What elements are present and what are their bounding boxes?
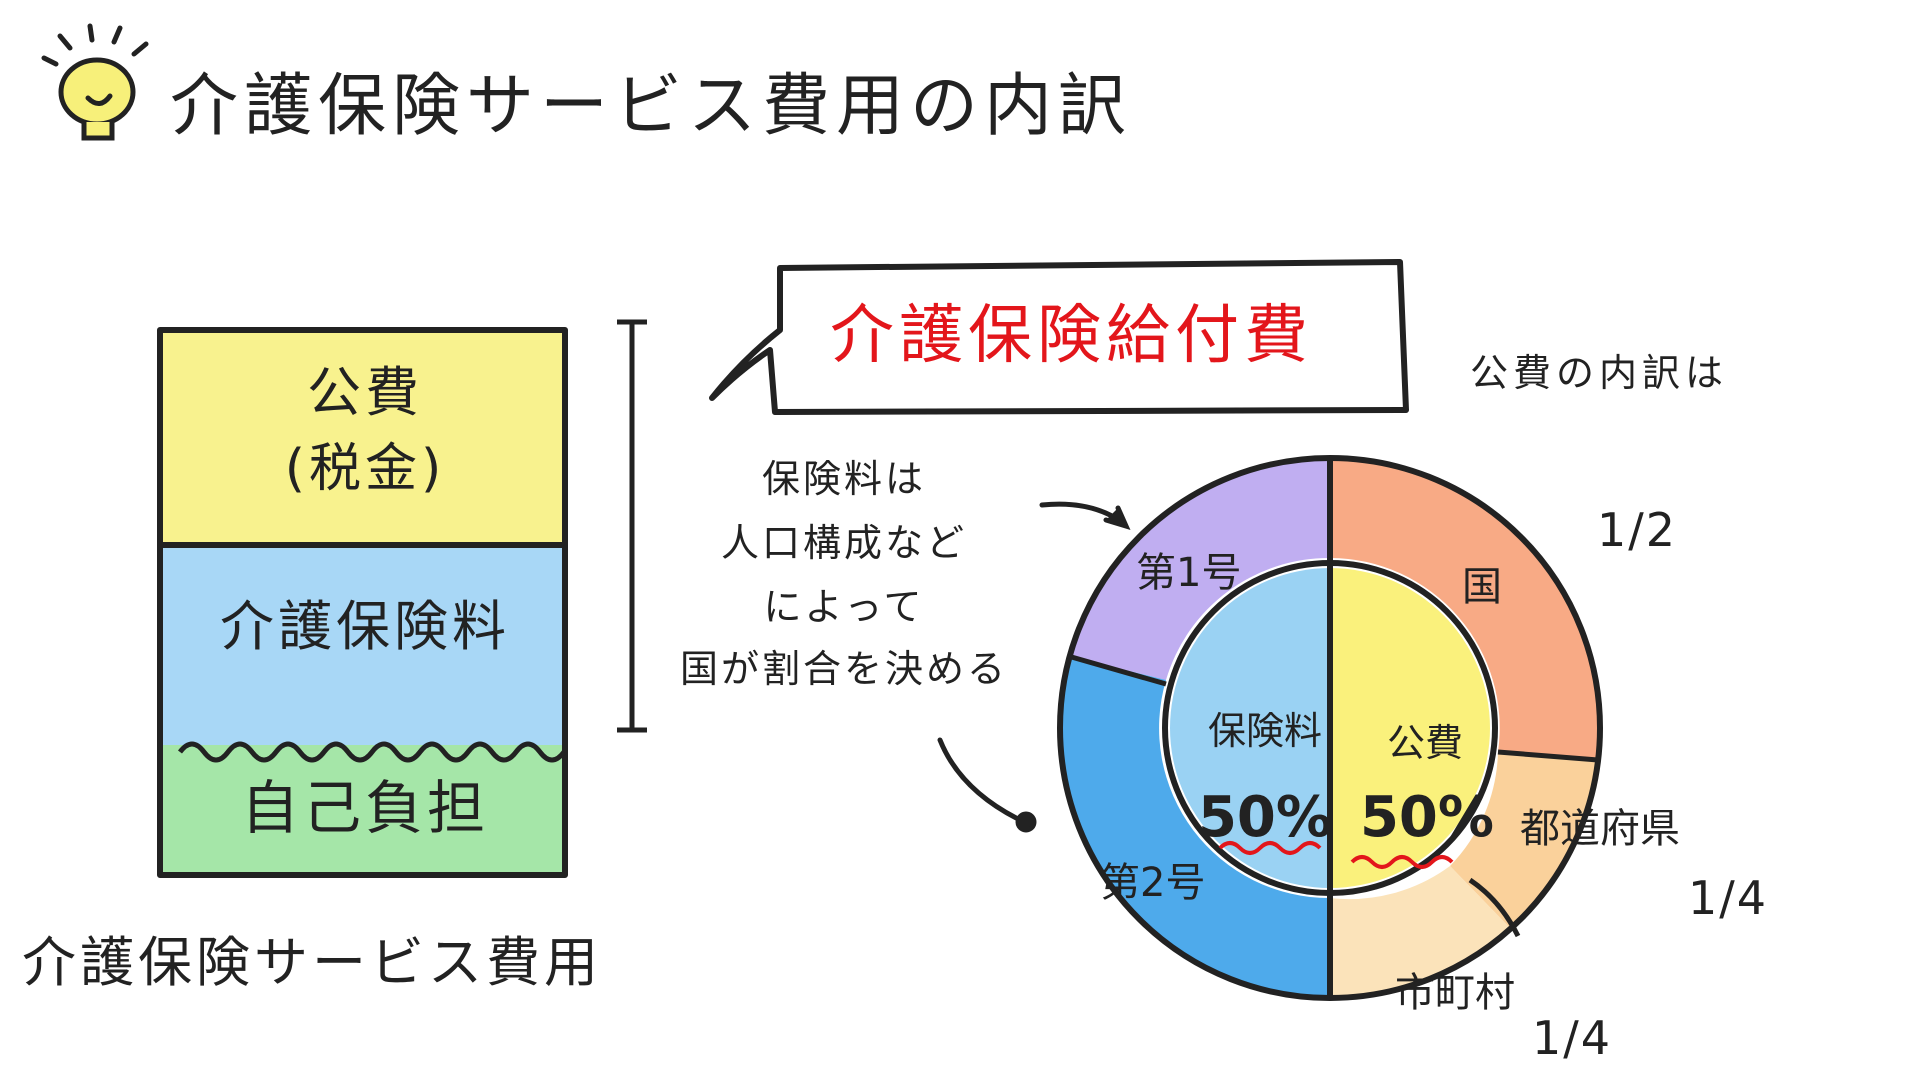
note-line: 保険料は (761, 457, 926, 501)
bracket (617, 319, 647, 733)
kouhi-label: 公費 (307, 361, 423, 424)
shi-label: 市町村 (1395, 970, 1515, 1016)
inner-kouhi-percent: 50% (1359, 785, 1495, 850)
inner-kouhi (1330, 568, 1490, 888)
arrows (937, 501, 1131, 833)
wavy-divider (178, 741, 566, 763)
kuni-segment (1330, 458, 1600, 760)
dai2-label: 第2号 (1100, 860, 1206, 906)
donut-chart (1057, 455, 1603, 1001)
stack-caption: 介護保険サービス費用 (22, 931, 602, 994)
inner-hoken (1170, 568, 1330, 888)
kuni-fraction: 1/2 (1597, 503, 1678, 557)
shi-segment (1330, 866, 1510, 998)
todo-fraction: 1/4 (1688, 871, 1769, 925)
dai2-segment (1058, 656, 1330, 999)
inner-hoken-percent: 50% (1197, 785, 1333, 850)
lightbulb-icon (41, 23, 149, 141)
dai1-label: 第1号 (1136, 550, 1242, 596)
arrow-to-dai2 (937, 737, 1023, 823)
todo-label: 都道府県 (1520, 806, 1680, 852)
callout-text: 介護保険給付費 (830, 299, 1313, 373)
todo-segment (1450, 752, 1598, 928)
inner-hoken-label: 保険料 (1207, 709, 1322, 753)
tax-label: (税金) (284, 439, 446, 499)
note-line: 人口構成など (720, 521, 967, 565)
speech-bubble (709, 259, 1409, 415)
kuni-label: 国 (1462, 564, 1502, 610)
underline-left (1218, 841, 1322, 855)
note-line: 国が割合を決める (679, 647, 1008, 691)
inner-kouhi-label: 公費 (1386, 721, 1463, 765)
note-line: によって (763, 585, 925, 629)
shi-fraction: 1/4 (1532, 1011, 1613, 1065)
cost-stack (157, 327, 568, 878)
dai1-segment (1068, 457, 1330, 680)
hoken-block (160, 545, 565, 745)
hoken-label: 介護保険料 (220, 595, 510, 658)
jiko-block (160, 745, 565, 875)
jiko-label: 自己負担 (240, 774, 489, 842)
kouhi-block (160, 330, 565, 545)
kouhi-breakdown-note: 公費の内訳は (1470, 351, 1729, 395)
page-title: 介護保険サービス費用の内訳 (170, 67, 1133, 146)
underline-right (1350, 855, 1454, 869)
